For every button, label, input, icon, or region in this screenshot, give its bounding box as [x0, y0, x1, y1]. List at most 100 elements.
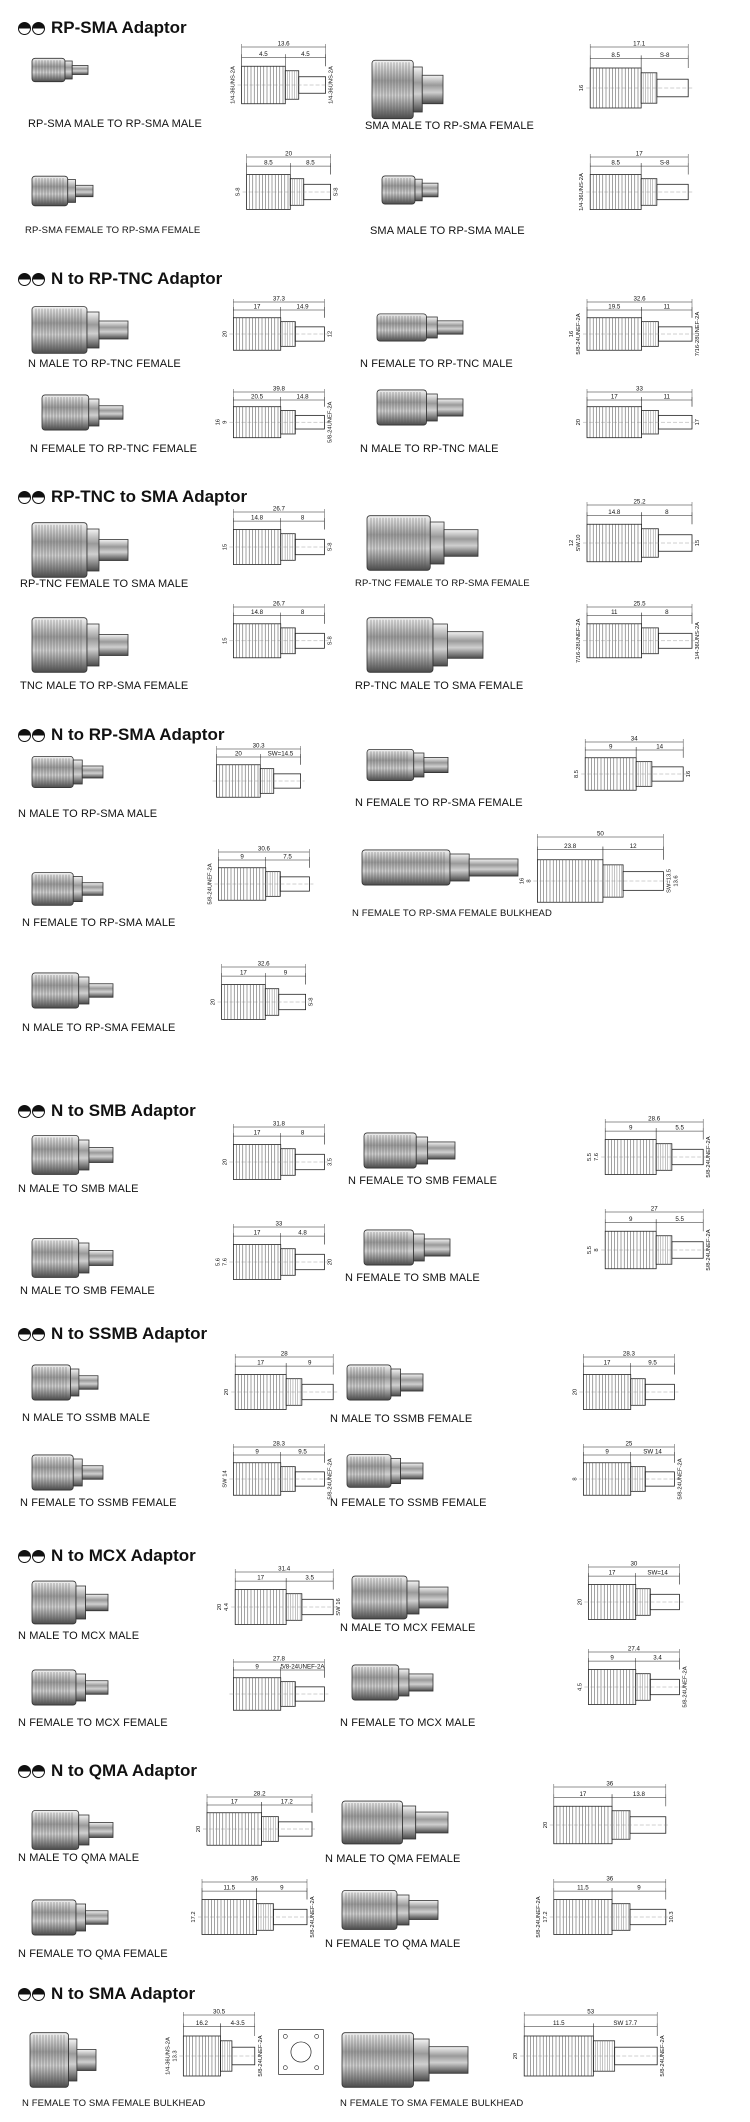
dim-diameter-label: 20	[327, 1259, 333, 1265]
dim-segment-length: 11	[611, 609, 618, 616]
section-title-text: N to RP-SMA Adaptor	[51, 725, 225, 744]
adaptor-photo	[362, 1225, 452, 1270]
adaptor-caption: RP-TNC FEMALE TO RP-SMA FEMALE	[355, 578, 530, 589]
dim-overall-length: 37.3	[273, 296, 286, 303]
adaptor-photo	[365, 610, 485, 680]
dim-segment-length: 8.5	[611, 160, 620, 167]
section-title-text: N to SMB Adaptor	[51, 1101, 196, 1120]
adaptor-caption: N MALE TO MCX MALE	[18, 1630, 140, 1642]
adaptor-caption: N MALE TO SSMB FEMALE	[330, 1413, 473, 1425]
dim-overall-length: 36	[606, 1781, 613, 1788]
dim-diameter-label: 20	[222, 1159, 228, 1165]
dim-segment-length: S-8	[660, 52, 670, 59]
adaptor-caption: N MALE TO RP-TNC MALE	[360, 443, 499, 455]
dim-diameter-label: 7/16-28UNEF-2A	[695, 312, 701, 357]
dim-overall-length: 17	[636, 151, 643, 158]
dim-diameter-label: 5/8-24UNEF-2A	[327, 1458, 333, 1499]
dim-segment-length: 5.5	[675, 1216, 684, 1223]
adaptor-photo	[30, 300, 130, 360]
dim-segment-length: 8	[665, 509, 669, 516]
dim-overall-length: 25.5	[633, 601, 646, 608]
dim-overall-length: 26.7	[273, 601, 286, 608]
dim-segment-length: 19.5	[608, 304, 621, 311]
dim-segment-length: 9	[284, 970, 288, 977]
dim-overall-length: 28.3	[273, 1441, 286, 1448]
dim-segment-length: 4.8	[298, 1230, 307, 1237]
bullet-icon	[18, 1104, 45, 1118]
adaptor-photo	[375, 385, 465, 430]
adaptor-photo	[340, 1885, 440, 1935]
adaptor-photo	[30, 1665, 110, 1710]
dim-segment-length: 8.5	[264, 160, 273, 167]
dim-segment-length: 17	[231, 1799, 238, 1806]
adaptor-caption: N FEMALE TO RP-SMA FEMALE BULKHEAD	[352, 908, 552, 919]
adaptor-caption: N MALE TO QMA FEMALE	[325, 1853, 461, 1865]
bullet-icon	[18, 21, 45, 35]
dim-segment-length: 3.5	[305, 1575, 314, 1582]
adaptor-photo	[30, 1450, 105, 1495]
dim-diameter-label: S-8	[309, 997, 315, 1006]
dim-diameter-label: 8	[526, 879, 532, 882]
dim-diameter-label: 5/8-24UNEF-2A	[207, 863, 213, 904]
dim-segment-length: 17	[611, 394, 618, 401]
dim-segment-length: 8	[301, 515, 305, 522]
dim-segment-length: S-8	[660, 160, 670, 167]
dim-diameter-label: 17	[695, 419, 701, 425]
dim-diameter-label: 20	[572, 1389, 578, 1395]
adaptor-photo	[30, 1233, 115, 1283]
adaptor-photo	[30, 1360, 100, 1405]
dim-overall-length: 27	[651, 1206, 658, 1213]
dim-segment-length: 9	[255, 1449, 259, 1456]
adaptor-caption: SMA MALE TO RP-SMA MALE	[370, 225, 525, 237]
adaptor-photo	[340, 2025, 470, 2095]
dim-diameter-label: 4.4	[224, 1602, 230, 1611]
dim-segment-length: 12	[630, 843, 637, 850]
section-title-text: N to MCX Adaptor	[51, 1546, 196, 1565]
adaptor-caption: N FEMALE TO QMA MALE	[325, 1938, 461, 1950]
dim-diameter-label: 20	[543, 1822, 549, 1828]
dim-diameter-label: 5/8-24UNEF-2A	[536, 1896, 542, 1937]
dim-overall-length: 31.4	[278, 1566, 291, 1573]
adaptor-photo	[365, 508, 480, 578]
dim-segment-length: 17	[254, 1130, 261, 1137]
adaptor-caption: N FEMALE TO RP-SMA MALE	[22, 917, 176, 929]
dim-overall-length: 32.6	[633, 296, 646, 303]
bullet-icon	[18, 1764, 45, 1778]
dim-diameter-label: 12	[327, 331, 333, 337]
adaptor-photo	[375, 310, 465, 345]
dim-segment-length: 8.5	[611, 52, 620, 59]
dim-overall-length: 28.3	[623, 1351, 636, 1358]
dim-overall-length: 28.2	[253, 1791, 266, 1798]
connector-body	[31, 1454, 74, 1491]
dim-segment-length: 9.5	[298, 1449, 307, 1456]
dim-diameter-label: 4.5	[577, 1683, 583, 1691]
dim-segment-length: 9	[255, 1664, 259, 1671]
dim-overall-length: 20	[285, 151, 292, 158]
connector-body	[366, 515, 431, 571]
dim-segment-length: 14.9	[297, 304, 310, 311]
adaptor-photo	[30, 1575, 110, 1630]
dim-segment-length: 9.5	[648, 1360, 657, 1367]
dim-segment-length: 14.8	[297, 394, 310, 401]
dim-segment-length: SW 17.7	[613, 2020, 637, 2027]
section-title: N to SSMB Adaptor	[18, 1323, 207, 1345]
dim-overall-length: 27.8	[273, 1656, 286, 1663]
dim-segment-length: 9	[609, 744, 613, 751]
dim-segment-length: 9	[605, 1449, 609, 1456]
adaptor-photo	[30, 610, 130, 680]
adaptor-caption: N FEMALE TO SMA FEMALE BULKHEAD	[340, 2098, 524, 2109]
dim-segment-length: 5/8-24UNEF-2A	[281, 1664, 326, 1671]
section-title: RP-TNC to SMA Adaptor	[18, 486, 247, 508]
dim-diameter-label: 3.5	[327, 1158, 333, 1166]
dim-segment-length: 17	[604, 1360, 611, 1367]
dim-segment-length: 17	[257, 1360, 264, 1367]
